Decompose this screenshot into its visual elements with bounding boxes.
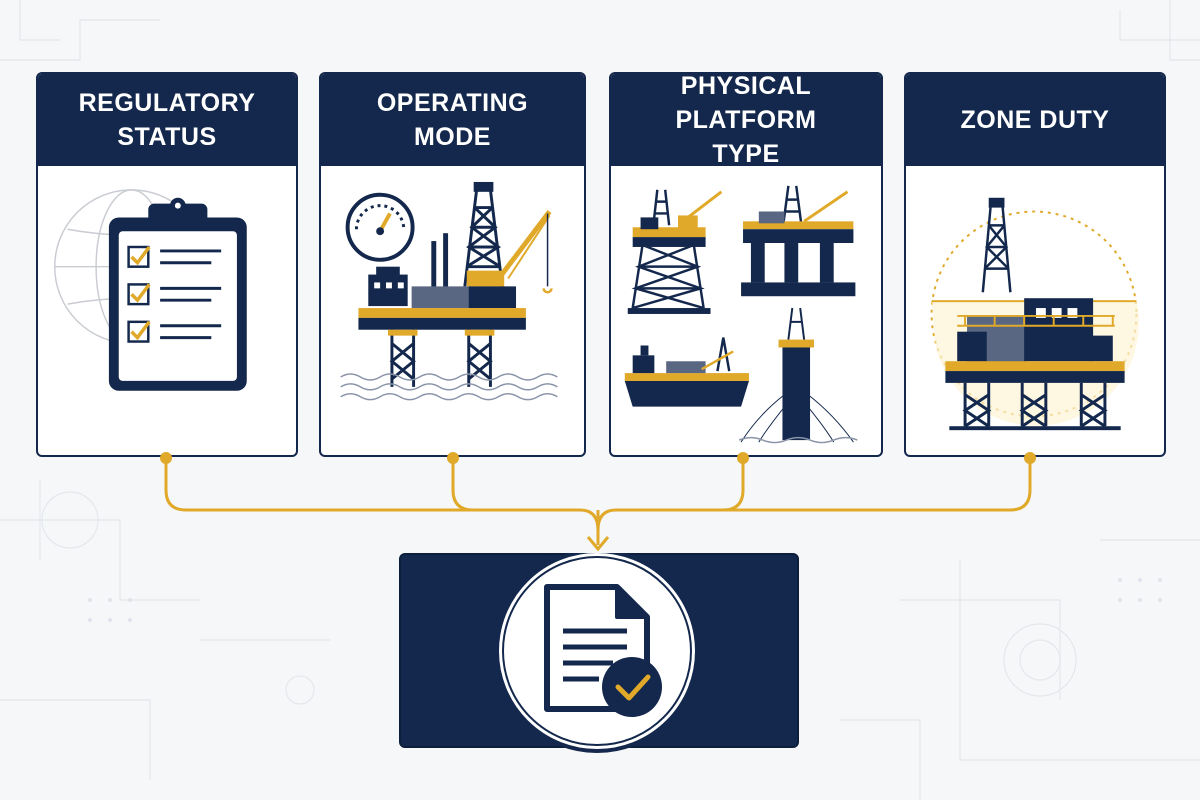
card-zone-duty: ZONE DUTY — [904, 72, 1166, 457]
card-title: REGULATORY STATUS — [78, 89, 256, 151]
fpso-vessel-icon — [624, 337, 749, 407]
spar-platform-icon — [738, 307, 858, 444]
semi-submersible-icon — [741, 185, 856, 297]
gauge-icon — [345, 192, 415, 262]
approved-document-icon — [495, 553, 699, 753]
card-header: OPERATING MODE — [321, 74, 584, 166]
card-title: PHYSICAL PLATFORM TYPE — [675, 72, 817, 168]
card-title: ZONE DUTY — [960, 106, 1110, 134]
card-operating-mode: OPERATING MODE — [319, 72, 586, 457]
platform-types-icon — [624, 185, 858, 444]
card-header: REGULATORY STATUS — [38, 74, 296, 166]
hazard-zone-platform-icon — [930, 197, 1139, 431]
card-header: ZONE DUTY — [906, 74, 1164, 166]
clipboard-checklist-icon — [54, 189, 247, 391]
card-title: OPERATING MODE — [376, 89, 529, 151]
card-header: PHYSICAL PLATFORM TYPE — [611, 74, 881, 168]
card-regulatory-status: REGULATORY STATUS — [36, 72, 298, 457]
card-physical-platform-type: PHYSICAL PLATFORM TYPE — [609, 72, 883, 457]
jacket-platform-icon — [627, 189, 723, 314]
offshore-rig-gauge-icon — [340, 181, 558, 401]
